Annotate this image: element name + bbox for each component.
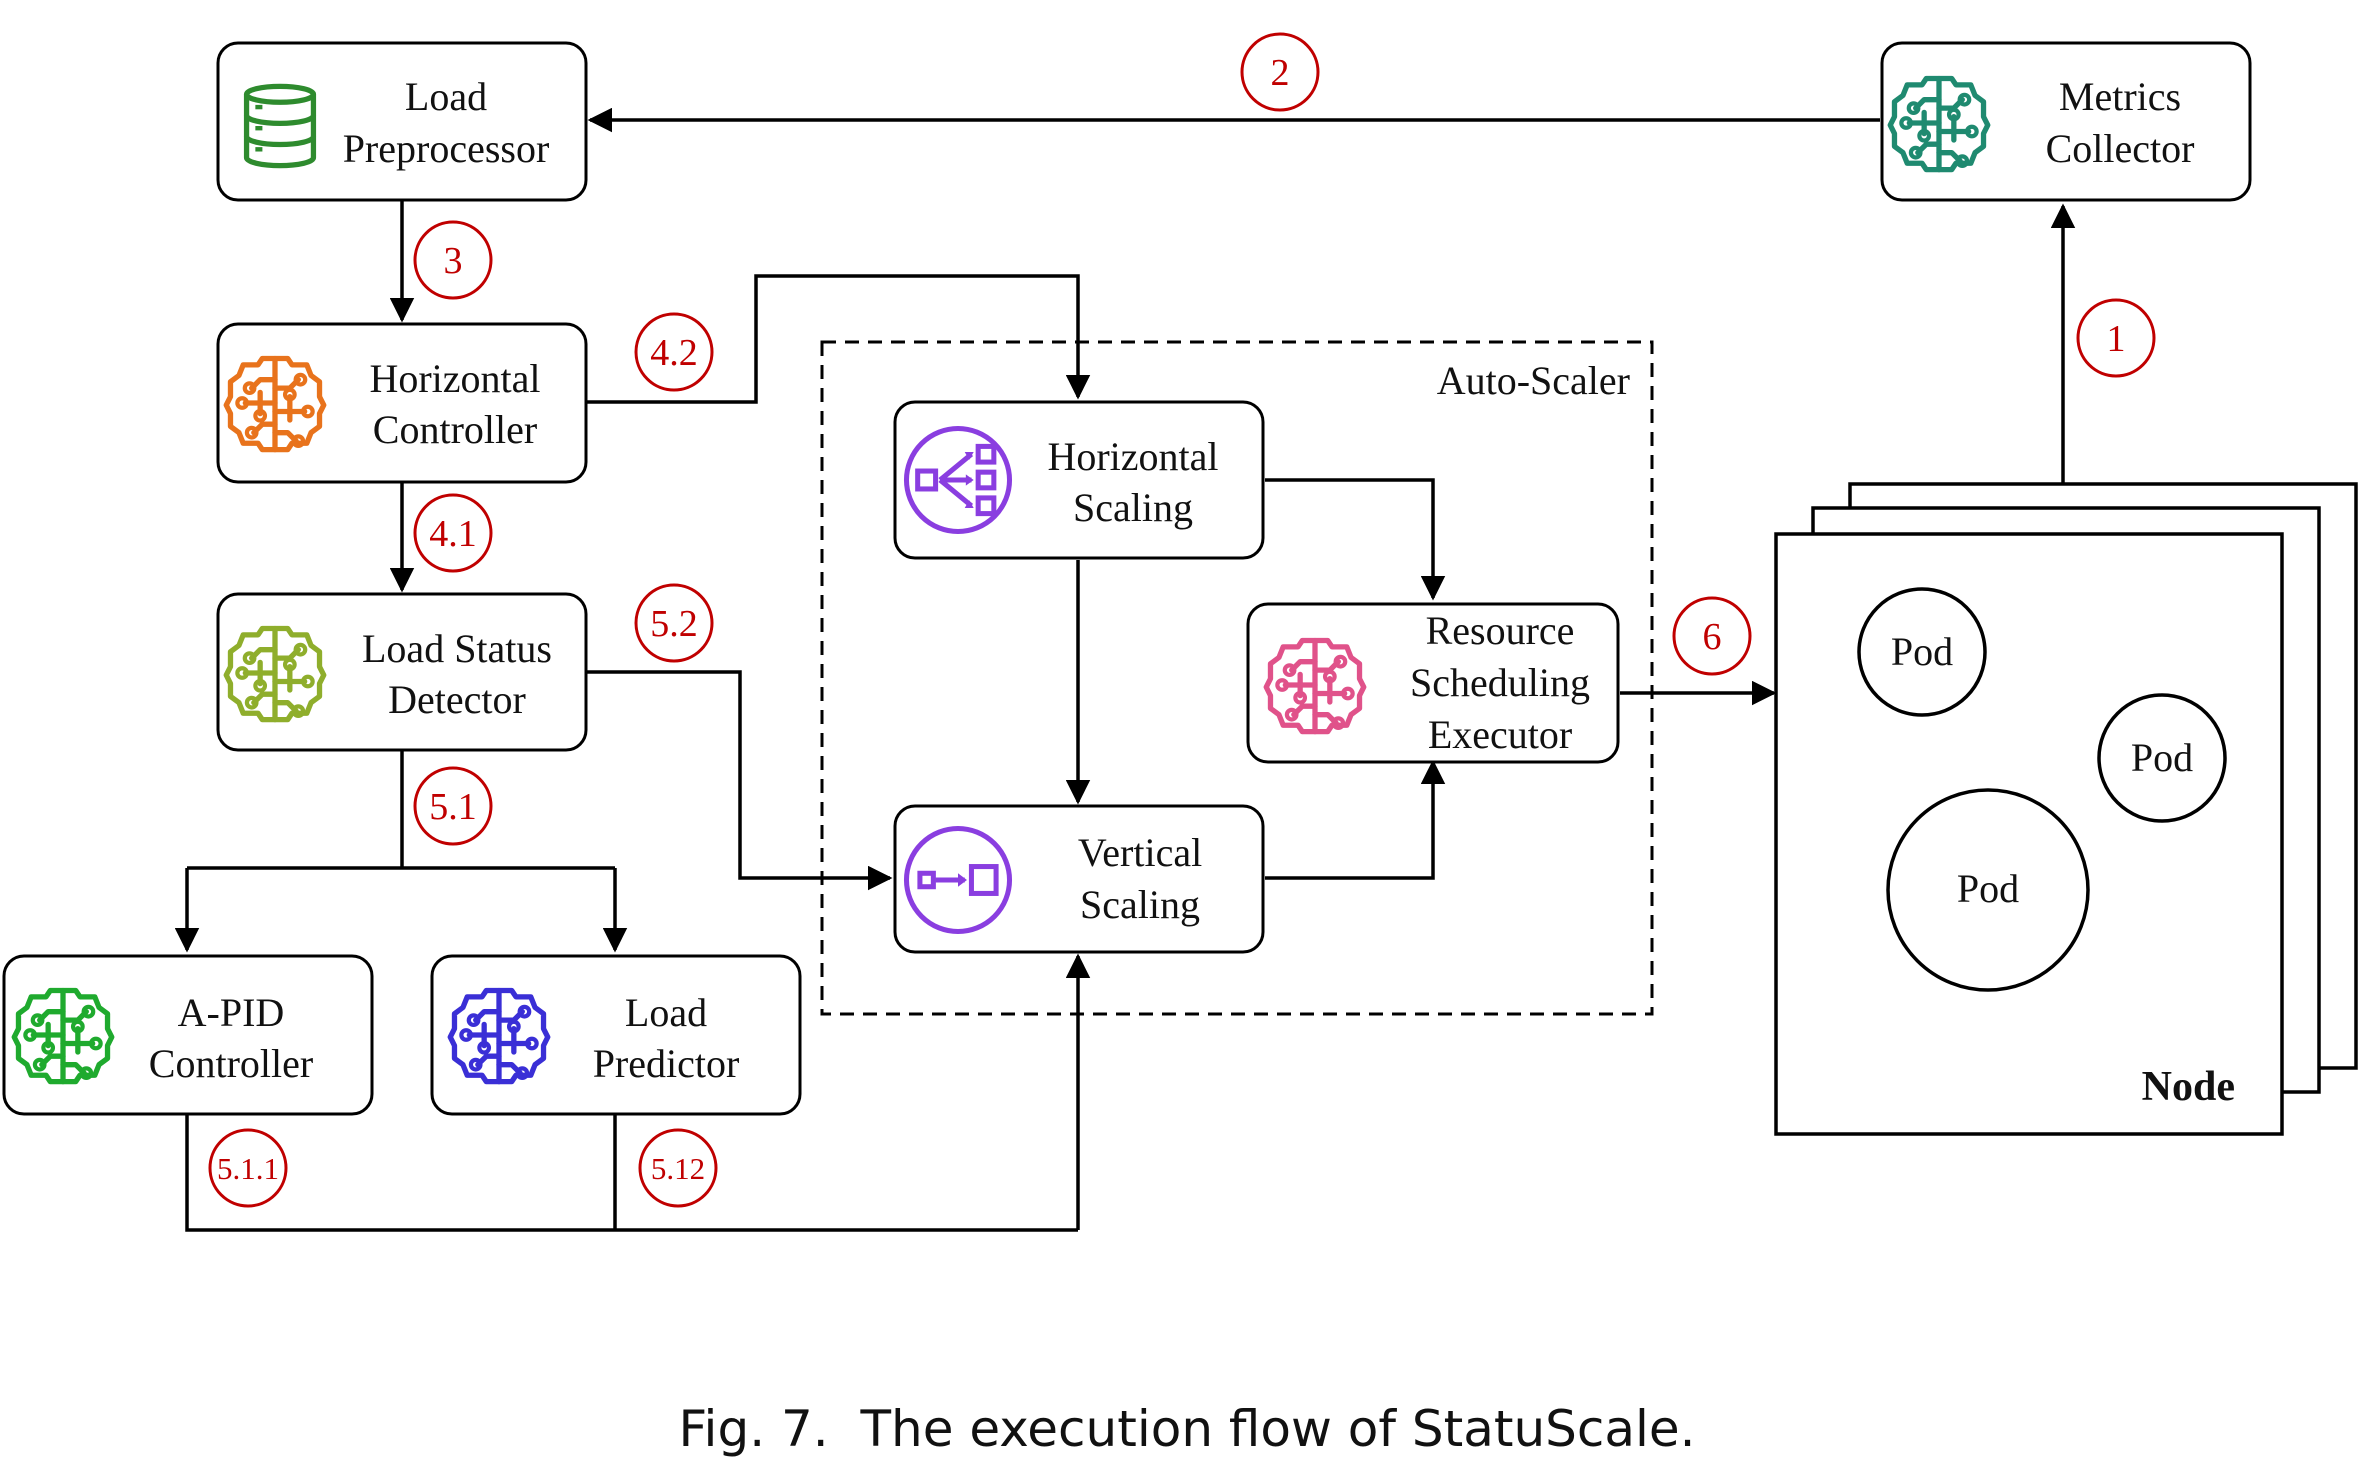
apid-controller-label-2: Controller — [149, 1041, 313, 1086]
step-number-4-1: 4.1 — [429, 513, 477, 555]
auto-scaler-container: Auto-Scaler — [820, 340, 1654, 1016]
load-predictor-label-2: Predictor — [593, 1041, 740, 1086]
step-number-2: 2 — [1271, 52, 1290, 94]
horizontal-scaling-label-1: Horizontal — [1047, 434, 1218, 479]
arrow-horizontal-scaling-to-executor — [1265, 478, 1446, 601]
node-label: Node — [2142, 1064, 2235, 1110]
resource-scheduling-label-1: Resource — [1426, 608, 1575, 653]
horizontal-controller-label-2: Controller — [373, 407, 537, 452]
figure-caption: Fig. 7. The execution flow of StatuScale… — [678, 1400, 1695, 1458]
arrow-vertical-scaling-to-executor — [1265, 759, 1446, 880]
apid-controller-box: A-PID Controller — [2, 954, 374, 1116]
step-number-1: 1 — [2107, 318, 2126, 360]
metrics-collector-label-2: Collector — [2046, 126, 2195, 171]
load-predictor-box: Load Predictor — [430, 954, 802, 1116]
auto-scaler-label: Auto-Scaler — [1437, 358, 1630, 403]
pod-circle-1 — [1857, 587, 1987, 717]
step-badge-5-1 — [413, 766, 493, 846]
apid-controller-label-1: A-PID — [178, 990, 285, 1035]
vertical-scaling-box: Vertical Scaling — [893, 804, 1265, 954]
pod-label-1: Pod — [1891, 629, 1953, 674]
line-apid-to-bottom-bus — [185, 1114, 1078, 1232]
step-badge-1 — [2076, 298, 2156, 378]
step-badge-5-12 — [638, 1128, 718, 1208]
step-number-5-1-1: 5.1.1 — [217, 1151, 279, 1186]
horizontal-scaling-label-2: Scaling — [1073, 485, 1193, 530]
pod-circle-3 — [1886, 788, 2090, 992]
step-number-5-2: 5.2 — [650, 603, 698, 645]
load-preprocessor-label-1: Load — [405, 74, 487, 119]
step-badge-4-2 — [634, 312, 714, 392]
arrow-detector-to-vertical-scaling — [586, 670, 893, 891]
step-number-3: 3 — [444, 240, 463, 282]
step-number-5-1: 5.1 — [429, 786, 477, 828]
load-status-detector-label-2: Detector — [388, 677, 526, 722]
vertical-scaling-label-1: Vertical — [1078, 830, 1202, 875]
pod-label-3: Pod — [1957, 866, 2019, 911]
load-status-detector-box: Load Status Detector — [216, 592, 588, 752]
pod-label-2: Pod — [2131, 735, 2193, 780]
step-badge-6 — [1672, 596, 1752, 676]
step-badge-2 — [1240, 32, 1320, 112]
vertical-scaling-label-2: Scaling — [1080, 882, 1200, 927]
metrics-collector-label-1: Metrics — [2059, 74, 2181, 119]
horizontal-scaling-box: Horizontal Scaling — [893, 400, 1265, 560]
horizontal-controller-box: Horizontal Controller — [216, 322, 588, 484]
pod-circle-2 — [2097, 693, 2227, 823]
step-badge-5-1-1 — [208, 1128, 288, 1208]
horizontal-controller-label-1: Horizontal — [369, 356, 540, 401]
step-number-4-2: 4.2 — [650, 332, 698, 374]
step-number-6: 6 — [1703, 616, 1722, 658]
step-number-5-12: 5.12 — [651, 1151, 705, 1186]
load-preprocessor-label-2: Preprocessor — [343, 126, 550, 171]
step-badge-3 — [413, 220, 493, 300]
step-badge-4-1 — [413, 493, 493, 573]
load-predictor-label-1: Load — [625, 990, 707, 1035]
metrics-collector-box: Metrics Collector — [1880, 41, 2252, 202]
load-status-detector-label-1: Load Status — [362, 626, 552, 671]
resource-scheduling-label-3: Executor — [1428, 712, 1572, 757]
step-badge-5-2 — [634, 583, 714, 663]
arrow-horizontal-controller-to-horizontal-scaling — [586, 274, 1091, 404]
node-stack: Pod Pod Pod Node — [1774, 482, 2358, 1136]
resource-scheduling-label-2: Scheduling — [1410, 660, 1590, 705]
load-preprocessor-box: Load Preprocessor — [216, 41, 588, 202]
resource-scheduling-executor-box: Resource Scheduling Executor — [1246, 602, 1620, 764]
